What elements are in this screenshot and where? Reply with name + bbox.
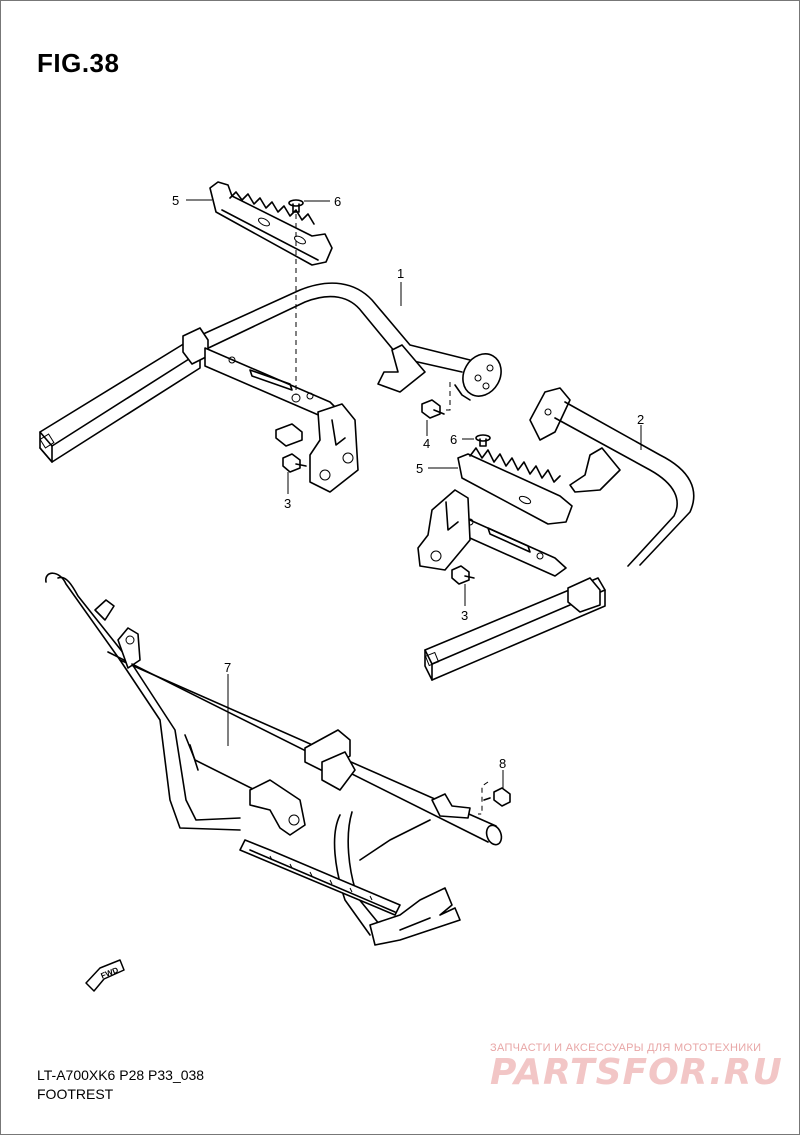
part-5-footpeg-plate-lower (457, 447, 573, 525)
part-3-bolt-upper (282, 453, 307, 473)
callout-6-upper: 6 (334, 194, 341, 209)
watermark-caption: ЗАПЧАСТИ И АКСЕССУАРЫ ДЛЯ МОТОТЕХНИКИ (490, 1042, 762, 1054)
callout-5-upper: 5 (172, 193, 179, 208)
part-6-screw-upper (288, 199, 304, 213)
callout-3-upper: 3 (284, 496, 291, 511)
callout-2: 2 (637, 412, 644, 427)
fwd-arrow-icon: FWD (85, 959, 125, 992)
part-3-bolt-lower (451, 565, 475, 585)
model-code: LT-A700XK6 P28 P33_038 (37, 1067, 205, 1083)
callout-3-lower: 3 (461, 608, 468, 623)
section-name: FOOTREST (37, 1086, 114, 1102)
part-1-left-footrest-frame (39, 282, 502, 493)
callout-8: 8 (499, 756, 506, 771)
callout-7: 7 (224, 660, 231, 675)
callout-5-lower: 5 (416, 461, 423, 476)
part-2-right-footrest-frame (417, 387, 695, 681)
figure-title: FIG.38 (37, 48, 120, 78)
part-6-screw-lower (475, 434, 491, 447)
watermark-logo: PARTSFOR.RU (490, 1052, 783, 1093)
part-5-footpeg-plate-upper (209, 181, 333, 266)
part-7-guard-frame (45, 572, 503, 946)
part-8-bolt (483, 787, 511, 807)
part-4-bolt (421, 399, 445, 419)
callout-6-lower: 6 (450, 432, 457, 447)
callout-1: 1 (397, 266, 404, 281)
callout-4: 4 (423, 436, 430, 451)
